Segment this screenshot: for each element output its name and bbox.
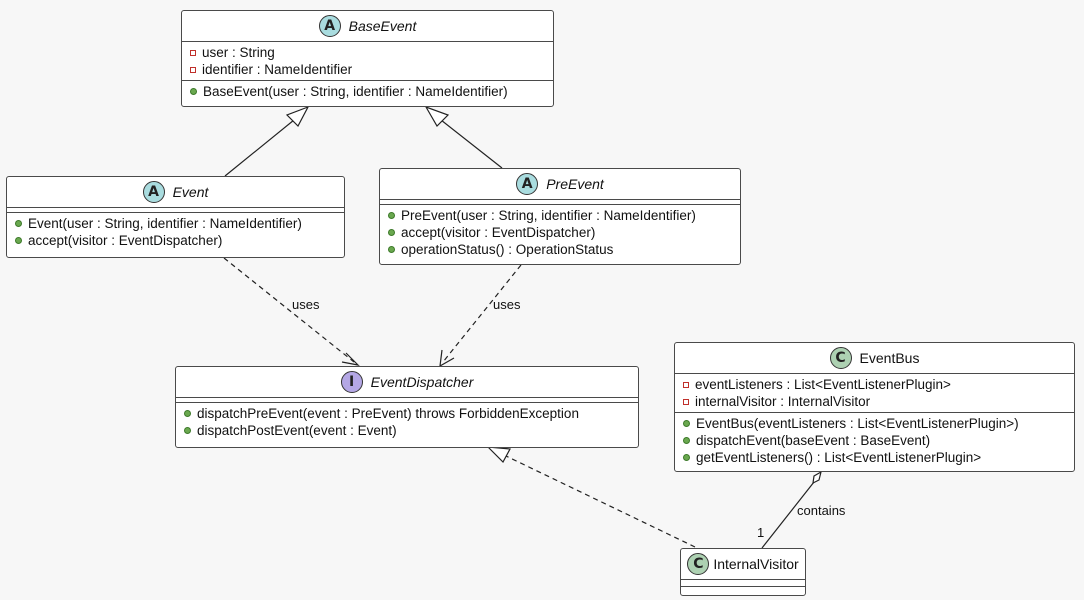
- field: internalVisitor : InternalVisitor: [683, 393, 1066, 410]
- class-event-bus[interactable]: C EventBus eventListeners : List<EventLi…: [674, 342, 1075, 472]
- aggregation-diamond: [812, 470, 822, 485]
- methods-section: [681, 586, 805, 593]
- class-name: BaseEvent: [348, 18, 417, 34]
- method: dispatchEvent(baseEvent : BaseEvent): [683, 432, 1066, 449]
- contains-line: [761, 481, 815, 549]
- fields-section: user : String identifier : NameIdentifie…: [182, 41, 553, 80]
- class-header: C InternalVisitor: [681, 549, 805, 579]
- public-icon: [683, 454, 690, 461]
- field: eventListeners : List<EventListenerPlugi…: [683, 376, 1066, 393]
- fields-section: [681, 579, 805, 586]
- private-icon: [683, 398, 689, 405]
- class-header: A Event: [7, 177, 344, 207]
- field: identifier : NameIdentifier: [190, 61, 545, 78]
- method: PreEvent(user : String, identifier : Nam…: [388, 207, 732, 224]
- public-icon: [388, 229, 395, 236]
- fields-section: eventListeners : List<EventListenerPlugi…: [675, 373, 1074, 412]
- public-icon: [15, 237, 22, 244]
- methods-section: dispatchPreEvent(event : PreEvent) throw…: [176, 402, 638, 441]
- class-name: EventDispatcher: [370, 374, 474, 390]
- public-icon: [388, 212, 395, 219]
- class-name: EventBus: [859, 350, 920, 366]
- public-icon: [15, 220, 22, 227]
- method: getEventListeners() : List<EventListener…: [683, 449, 1066, 466]
- private-icon: [683, 381, 689, 388]
- abstract-badge-icon: A: [318, 15, 341, 37]
- method: operationStatus() : OperationStatus: [388, 241, 732, 258]
- methods-section: BaseEvent(user : String, identifier : Na…: [182, 80, 553, 102]
- fields-section: [380, 199, 740, 204]
- event-uses-arrowhead: [341, 352, 360, 366]
- class-name: Event: [172, 184, 209, 200]
- event-uses-dispatcher-line: [223, 257, 355, 363]
- event-inheritance-arrowhead: [285, 105, 310, 128]
- pre-event-uses-label: uses: [493, 297, 521, 312]
- pre-event-extends-base-event-line: [440, 119, 503, 169]
- class-header: I EventDispatcher: [176, 367, 638, 397]
- class-header: A PreEvent: [380, 169, 740, 199]
- method: accept(visitor : EventDispatcher): [15, 232, 336, 249]
- class-event[interactable]: A Event Event(user : String, identifier …: [6, 176, 345, 258]
- contains-multiplicity: 1: [757, 525, 764, 540]
- private-icon: [190, 66, 196, 73]
- public-icon: [683, 437, 690, 444]
- public-icon: [388, 246, 395, 253]
- interface-event-dispatcher[interactable]: I EventDispatcher dispatchPreEvent(event…: [175, 366, 639, 448]
- class-pre-event[interactable]: A PreEvent PreEvent(user : String, ident…: [379, 168, 741, 265]
- methods-section: Event(user : String, identifier : NameId…: [7, 212, 344, 251]
- abstract-badge-icon: A: [142, 181, 165, 203]
- event-uses-label: uses: [292, 297, 320, 312]
- pre-event-uses-arrowhead: [439, 349, 455, 368]
- class-header: A BaseEvent: [182, 11, 553, 41]
- public-icon: [683, 420, 690, 427]
- class-name: InternalVisitor: [713, 556, 799, 572]
- methods-section: EventBus(eventListeners : List<EventList…: [675, 412, 1074, 468]
- class-badge-icon: C: [687, 553, 710, 575]
- method: dispatchPreEvent(event : PreEvent) throw…: [184, 405, 630, 422]
- method: dispatchPostEvent(event : Event): [184, 422, 630, 439]
- private-icon: [190, 49, 196, 56]
- public-icon: [190, 88, 197, 95]
- event-extends-base-event-line: [224, 119, 295, 177]
- class-internal-visitor[interactable]: C InternalVisitor: [680, 548, 806, 596]
- internal-visitor-implements-line: [505, 455, 696, 548]
- methods-section: PreEvent(user : String, identifier : Nam…: [380, 204, 740, 260]
- method: EventBus(eventListeners : List<EventList…: [683, 415, 1066, 432]
- class-name: PreEvent: [546, 176, 604, 192]
- public-icon: [184, 427, 191, 434]
- public-icon: [184, 410, 191, 417]
- abstract-badge-icon: A: [516, 173, 539, 195]
- contains-label: contains: [797, 503, 846, 518]
- fields-section: [176, 397, 638, 402]
- field: user : String: [190, 44, 545, 61]
- class-badge-icon: C: [829, 347, 852, 369]
- pre-event-uses-dispatcher-line: [442, 264, 522, 363]
- interface-badge-icon: I: [340, 371, 363, 393]
- realization-arrowhead: [486, 446, 511, 463]
- class-header: C EventBus: [675, 343, 1074, 373]
- fields-section: [7, 207, 344, 212]
- method: accept(visitor : EventDispatcher): [388, 224, 732, 241]
- method: BaseEvent(user : String, identifier : Na…: [190, 83, 545, 100]
- class-base-event[interactable]: A BaseEvent user : String identifier : N…: [181, 10, 554, 107]
- method: Event(user : String, identifier : NameId…: [15, 215, 336, 232]
- pre-event-inheritance-arrowhead: [424, 105, 450, 127]
